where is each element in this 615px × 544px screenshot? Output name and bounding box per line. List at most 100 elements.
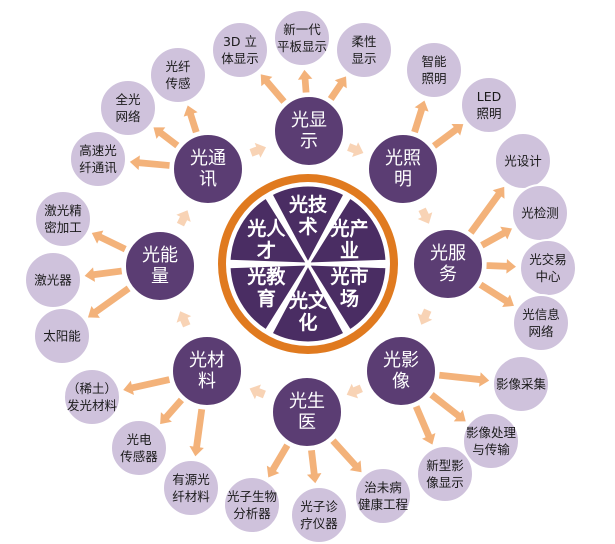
hub-sector-label-talent: 才	[257, 239, 276, 262]
arrow-lighting-to-smart	[409, 98, 431, 135]
leaf-node-newdisp	[416, 445, 474, 503]
arrow-imaging-to-capture	[437, 369, 492, 390]
arrow-lighting-to-led	[430, 122, 465, 151]
arrow-comm-to-fiber	[127, 153, 172, 173]
leaf-capture: 影像采集	[492, 355, 550, 413]
category-service: 光服务	[412, 228, 484, 300]
leaf-node-led	[460, 76, 518, 134]
category-label-imaging: 像	[392, 371, 410, 392]
arrow-imaging-to-newdisp	[411, 403, 438, 447]
leaf-node-laser	[24, 251, 82, 309]
category-node-imaging	[365, 335, 437, 407]
leaf-label-bio: 光子生物	[227, 489, 277, 504]
category-energy: 光能量	[124, 230, 196, 302]
leaf-node-fsensor	[149, 46, 207, 104]
leaf-label-precision: 激光精	[44, 203, 82, 218]
ring-arrow-service	[417, 308, 433, 325]
leaf-label-diag: 光子诊	[300, 499, 338, 514]
leaf-label-newdisp: 新型影	[426, 458, 464, 473]
leaf-label-precision: 密加工	[44, 220, 82, 235]
leaf-node-flex	[335, 21, 393, 79]
arrow-energy-to-laser	[82, 264, 124, 285]
category-node-comm	[172, 133, 244, 205]
leaf-label-test: 光检测	[521, 206, 559, 221]
hub-sector-label-tech: 光技	[288, 193, 328, 216]
arrow-energy-to-solar	[86, 283, 133, 320]
category-label-medical: 光生	[289, 391, 325, 412]
arrow-comm-to-network	[151, 126, 182, 150]
arrow-energy-to-precision	[90, 228, 129, 254]
leaf-label-fiber: 高速光	[79, 143, 117, 158]
category-node-materials	[171, 335, 243, 407]
ring-arrow-imaging	[346, 383, 363, 399]
arrow-display-to-3d	[259, 72, 289, 106]
category-label-energy: 光能	[142, 245, 178, 266]
arrow-comm-to-fsensor	[181, 103, 202, 135]
category-label-comm: 讯	[199, 169, 217, 190]
hub-sector-talent	[227, 194, 311, 266]
leaf-node-solar	[33, 307, 91, 365]
leaf-label-led: 照明	[476, 106, 501, 121]
leaf-node-capture	[492, 355, 550, 413]
leaf-label-active: 纤材料	[172, 489, 210, 504]
leaf-label-fiber: 纤通讯	[79, 160, 117, 175]
leaf-label-capture: 影像采集	[496, 377, 547, 392]
arrow-medical-to-health	[328, 436, 363, 474]
leaf-node-sensor	[110, 419, 168, 477]
leaf-label-network: 全光	[115, 92, 140, 107]
leaf-rare: （稀土）发光材料	[63, 368, 121, 426]
leaf-label-newdisp: 像显示	[426, 475, 464, 490]
arrow-medical-to-bio	[265, 441, 292, 480]
leaf-solar: 太阳能	[33, 307, 91, 365]
arrow-medical-to-diag	[304, 448, 324, 486]
hub-sector-culture	[268, 260, 348, 345]
category-comm: 光通讯	[172, 133, 244, 205]
hub-sector-label-industry: 光产	[330, 217, 369, 240]
category-label-imaging: 光影	[383, 350, 419, 371]
category-label-lighting: 光照	[385, 148, 421, 169]
arrow-imaging-to-process	[427, 390, 468, 423]
leaf-node-fiber	[69, 130, 127, 188]
leaf-node-flat	[273, 9, 331, 67]
leaf-node-trade	[519, 239, 577, 297]
hub-sector-label-talent: 光人	[246, 217, 286, 240]
category-lighting: 光照明	[367, 133, 439, 205]
leaf-label-diag: 疗仪器	[300, 516, 338, 531]
arrow-display-to-flat	[295, 67, 315, 95]
category-medical: 光生医	[271, 376, 343, 448]
category-label-service: 务	[439, 264, 457, 285]
arrow-service-to-trade	[485, 256, 518, 276]
hub-sector-industry	[305, 194, 389, 266]
arrow-materials-to-active	[187, 407, 207, 459]
leaf-label-sensor: 光电	[126, 432, 152, 447]
category-node-lighting	[367, 133, 439, 205]
leaf-label-trade: 光交易	[529, 252, 567, 267]
hub-sector-education	[227, 262, 311, 334]
hub-sector-label-market: 光市	[330, 265, 369, 288]
ring-arrow-materials	[176, 311, 192, 328]
category-label-lighting: 明	[394, 169, 412, 190]
arrow-materials-to-sensor	[158, 395, 186, 426]
leaf-node-health	[354, 467, 412, 525]
ring-arrow-comm	[249, 142, 266, 158]
category-materials: 光材料	[171, 335, 243, 407]
leaf-label-rare: （稀土）	[67, 381, 117, 396]
leaf-label-3d: 3D 立	[223, 34, 257, 49]
category-label-energy: 量	[151, 266, 169, 287]
hub-sector-tech	[268, 183, 348, 268]
category-label-materials: 料	[198, 371, 216, 392]
category-label-comm: 光通	[190, 148, 226, 169]
